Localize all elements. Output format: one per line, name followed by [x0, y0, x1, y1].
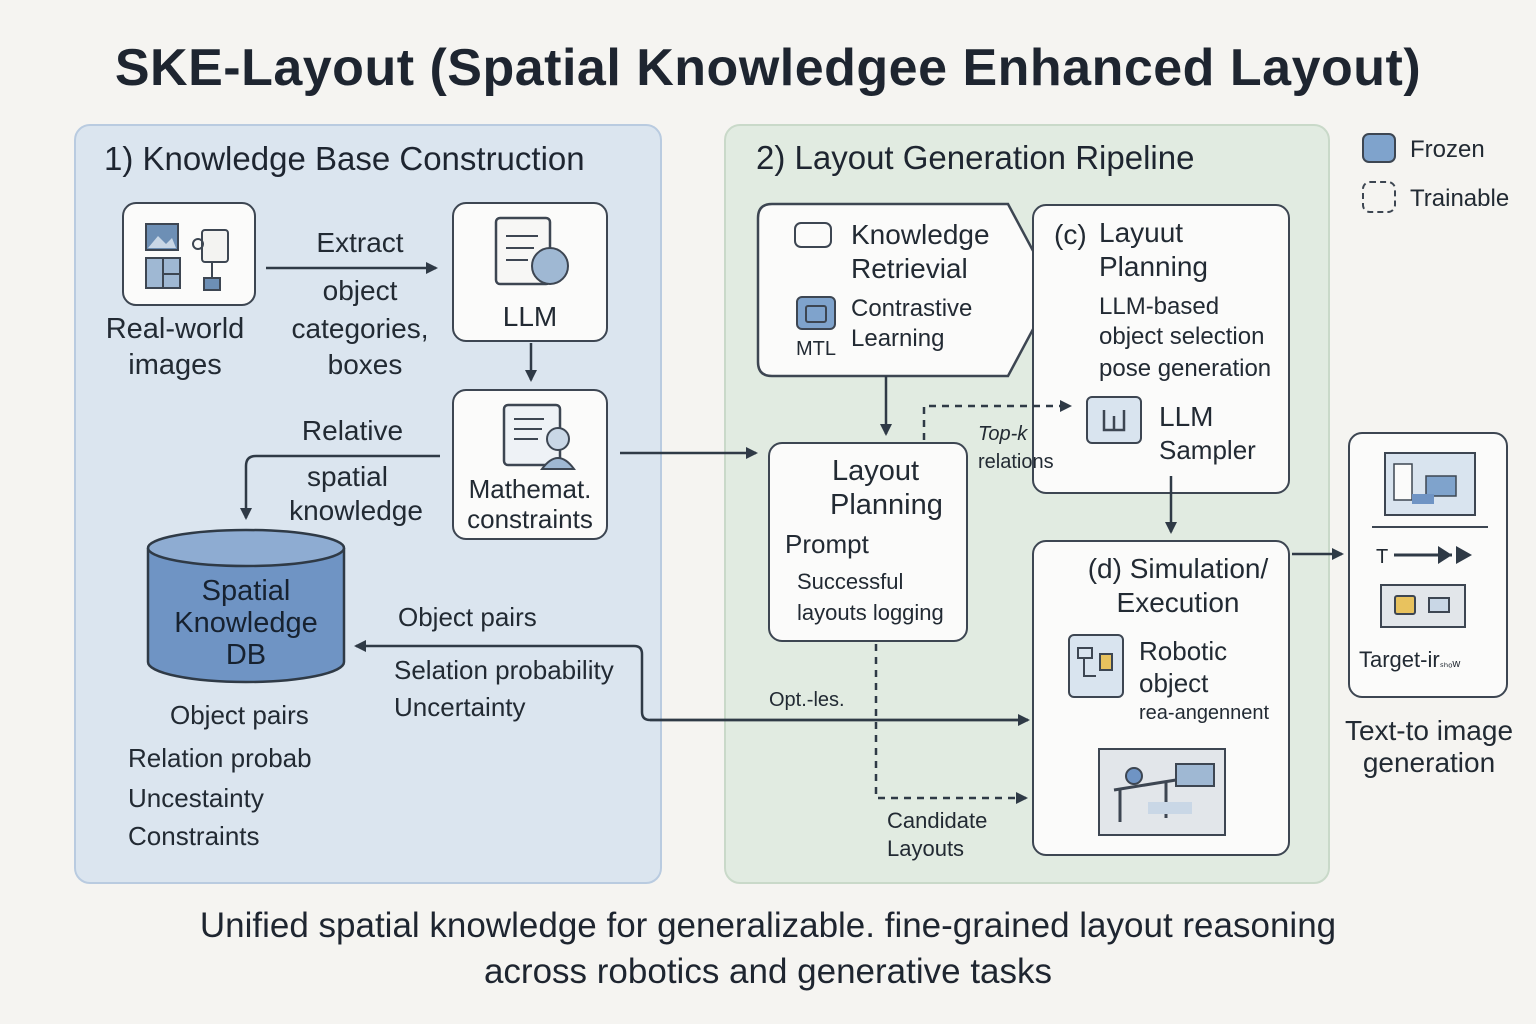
- retrieval-icon: [794, 222, 832, 248]
- llm-box: [452, 202, 608, 342]
- formula-person-icon: [502, 403, 576, 470]
- relative-label-1: Relative: [301, 415, 404, 446]
- knowledge-retrieval-1: Knowledge: [851, 219, 990, 250]
- db-field-constraints: Constraints: [128, 821, 260, 851]
- text-to-image-caption-1: Text-to image: [1344, 715, 1514, 746]
- extract-sub-2: categories,: [291, 313, 429, 344]
- diagram-title: SKE-Layout (Spatial Knowledgee Enhanced …: [114, 39, 1422, 97]
- laptop-base: [1372, 516, 1488, 528]
- layout-planning-desc-2: layouts logging: [797, 600, 944, 625]
- db-field-relation: Relation probab: [128, 743, 312, 773]
- layout-planning-c-desc-1: LLM-based: [1099, 293, 1220, 320]
- document-person-icon: [494, 216, 569, 286]
- layout-planning-prompt: Prompt: [785, 529, 869, 559]
- math-label-2: constraints: [467, 504, 593, 534]
- mtl-label: MTL: [796, 338, 836, 360]
- topk-label-2: relations: [978, 451, 1054, 473]
- target-label: Target-irₛₕₒw: [1359, 646, 1460, 678]
- llm-label: LLM: [502, 301, 558, 332]
- section2-title: 2) Layout Generation Ripeline: [756, 139, 1195, 176]
- mtl-icon: [796, 296, 836, 330]
- target-text: Target-ir: [1359, 647, 1440, 672]
- db-field-uncertainty: Uncestainty: [128, 783, 264, 813]
- extract-sub-3: boxes: [327, 349, 403, 380]
- simulation-desc-1: Robotic: [1139, 636, 1228, 666]
- bottom-text-2: across robotics and generative tasks: [483, 952, 1053, 991]
- layout-planning-title-2: Planning: [830, 489, 943, 521]
- real-world-images-box: [122, 202, 256, 306]
- contrastive-1: Contrastive: [851, 295, 973, 322]
- target-subscript: ₛₕₒw: [1439, 658, 1461, 670]
- section1-title: 1) Knowledge Base Construction: [104, 140, 585, 177]
- layout-planning-prompt-box: [768, 442, 968, 642]
- edge-uncertainty: Uncertainty: [394, 692, 526, 722]
- bracket-icon: [1102, 410, 1126, 432]
- robot-arm-icon: [1077, 647, 1113, 677]
- math-label-1: Mathemat.: [468, 474, 592, 504]
- legend-trainable: Trainable: [1410, 185, 1510, 212]
- text-to-image-caption-2: generation: [1362, 747, 1496, 778]
- opt-label: Opt.-les.: [769, 689, 845, 711]
- layout-planning-c-prefix: (c): [1054, 219, 1087, 250]
- db-label-3: DB: [225, 639, 267, 671]
- images-icon: [145, 223, 229, 291]
- bottom-text-1: Unified spatial knowledge for generaliza…: [199, 906, 1337, 945]
- topk-label-1: Top-k: [978, 423, 1028, 445]
- db-label-2: Knowledge: [174, 607, 318, 639]
- relative-label-3: knowledge: [289, 495, 423, 526]
- robot-icon: [1068, 634, 1124, 698]
- edge-selation-probability: Selation probability: [394, 655, 614, 685]
- knowledge-retrieval-2: Retrievial: [851, 253, 968, 284]
- simulation-desc-small: rea-angennent: [1139, 702, 1270, 724]
- layout-planning-c-desc-3: pose generation: [1099, 355, 1272, 382]
- llm-sampler-2: Sampler: [1159, 435, 1256, 465]
- room-icon: [1393, 463, 1457, 504]
- target-image: [1380, 584, 1466, 628]
- table-scene-icon: [1113, 763, 1215, 822]
- scene-image: [1098, 748, 1226, 836]
- relative-label-2: spatial: [307, 461, 388, 492]
- simulation-desc-2: object: [1139, 668, 1209, 698]
- candidate-layouts-2: Layouts: [887, 836, 965, 861]
- real-world-label-2: images: [128, 349, 222, 381]
- real-world-label-1: Real-world: [105, 313, 245, 345]
- edge-object-pairs: Object pairs: [398, 602, 537, 632]
- layout-planning-c-box: [1032, 204, 1290, 494]
- simulation-title-1: (d) Simulation/: [1087, 553, 1269, 584]
- t-arrow-label: T: [1376, 546, 1389, 568]
- legend-frozen: Frozen: [1410, 136, 1485, 163]
- layout-planning-c-title-2: Planning: [1099, 251, 1208, 282]
- trainable-swatch: [1362, 181, 1396, 213]
- extract-label: Extract: [316, 227, 404, 258]
- generated-image: [1384, 452, 1476, 516]
- layout-planning-c-desc-2: object selection: [1099, 323, 1265, 350]
- extract-sub-1: object: [322, 275, 398, 306]
- db-label-1: Spatial: [201, 575, 291, 607]
- candidate-layouts-1: Candidate: [887, 808, 988, 833]
- frozen-swatch: [1362, 133, 1396, 163]
- llm-sampler-1: LLM: [1159, 401, 1214, 432]
- math-constraints-box: [452, 389, 608, 540]
- simulation-title-2: Execution: [1116, 587, 1240, 618]
- layout-planning-title-1: Layout: [832, 455, 920, 487]
- layout-planning-c-title-1: Layuut: [1099, 217, 1184, 248]
- contrastive-2: Learning: [851, 325, 945, 352]
- sampler-icon: [1086, 396, 1142, 444]
- layout-planning-desc-1: Successful: [797, 569, 904, 594]
- db-field-object-pairs: Object pairs: [170, 700, 309, 730]
